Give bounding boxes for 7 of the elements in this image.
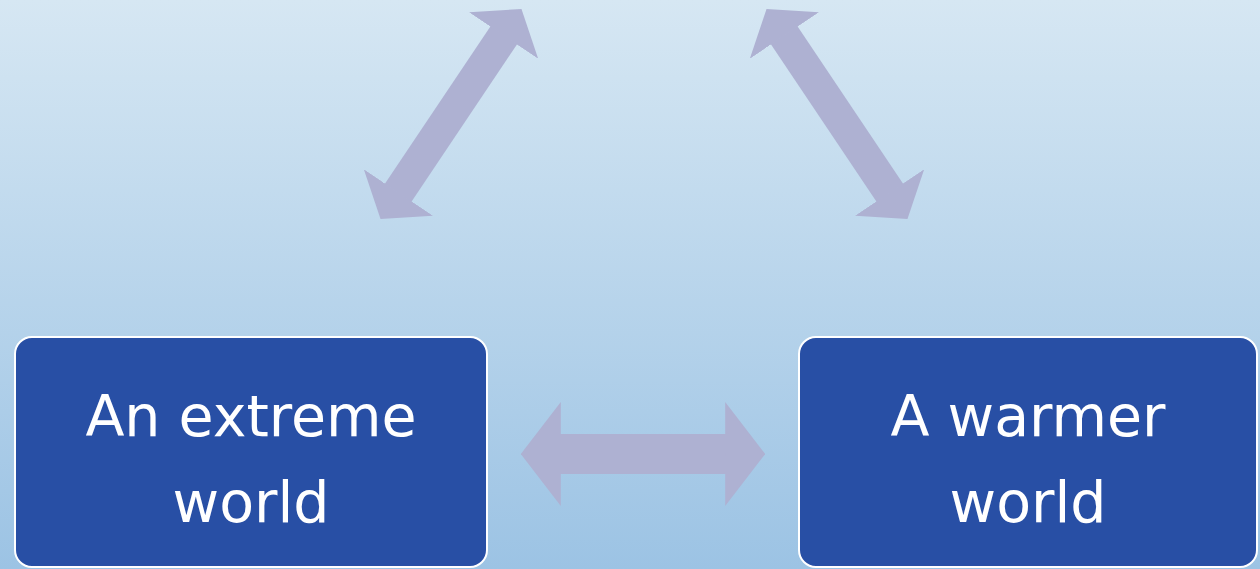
double-arrow [520, 402, 766, 506]
process-box [798, 336, 1258, 568]
process-box [14, 336, 488, 568]
double-arrow [363, 8, 539, 220]
node-label: An extreme world [84, 382, 418, 537]
double-arrow [749, 8, 925, 220]
node-label: A warmer world [889, 382, 1167, 537]
